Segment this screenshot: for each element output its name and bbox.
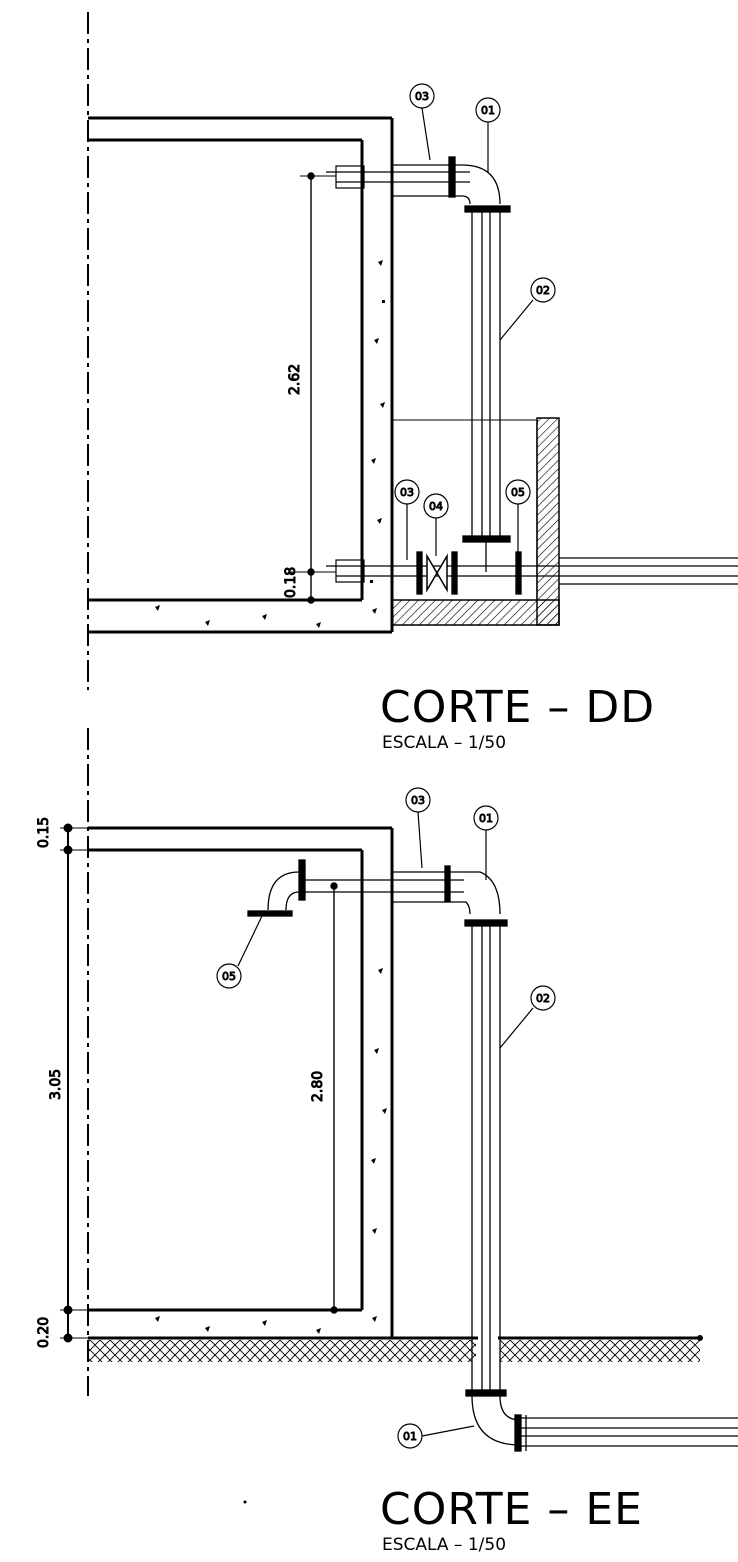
concrete-marks — [155, 260, 385, 628]
svg-text:03: 03 — [415, 90, 429, 103]
valve-box — [391, 417, 560, 626]
tag-03: 03 — [405, 787, 431, 869]
top-pipe — [247, 859, 508, 927]
section-scale-ee: ESCALA – 1/50 — [382, 1535, 506, 1555]
tank-wall — [88, 826, 703, 1341]
dim-label-2-62: 2.62 — [287, 364, 303, 395]
tag-01-top: 01 — [475, 97, 501, 172]
tag-01-top: 01 — [473, 805, 499, 880]
pipe-stub-top — [335, 165, 365, 189]
dimension-column — [60, 823, 88, 1343]
bottom-pipe — [326, 551, 738, 595]
tag-03-bottom: 03 — [394, 479, 420, 560]
tag-05: 05 — [505, 479, 531, 552]
dimension-2-62 — [290, 172, 336, 604]
section-dd: 2.62 0.18 — [87, 12, 738, 753]
section-ee: 0.15 3.05 0.20 2.80 — [36, 728, 738, 1555]
section-title-ee: CORTE – EE — [380, 1484, 643, 1535]
ground-hatch — [500, 1340, 700, 1362]
tag-02: 02 — [499, 985, 556, 1049]
svg-text:02: 02 — [536, 992, 550, 1005]
top-pipe — [326, 156, 501, 205]
tag-04: 04 — [423, 493, 449, 556]
svg-text:01: 01 — [403, 1430, 417, 1443]
dim-label-0-20: 0.20 — [36, 1317, 52, 1348]
riser-pipe — [465, 926, 738, 1452]
dim-label-3-05: 3.05 — [48, 1069, 64, 1100]
svg-text:05: 05 — [222, 970, 236, 983]
svg-text:01: 01 — [481, 104, 495, 117]
concrete-marks — [155, 968, 387, 1334]
svg-text:02: 02 — [536, 284, 550, 297]
tank-wall — [88, 116, 394, 634]
svg-text:04: 04 — [429, 500, 443, 513]
section-scale-dd: ESCALA – 1/50 — [382, 733, 506, 753]
svg-text:05: 05 — [511, 486, 525, 499]
tag-03-top: 03 — [409, 83, 435, 161]
svg-text:01: 01 — [479, 812, 493, 825]
dimension-2-80 — [330, 882, 338, 1314]
dim-label-0-15: 0.15 — [36, 817, 52, 848]
riser-pipe — [462, 205, 511, 572]
tag-02: 02 — [499, 277, 556, 341]
ground-hatch — [88, 1340, 476, 1362]
tag-05: 05 — [216, 915, 263, 989]
stray-dot — [243, 1500, 247, 1504]
svg-text:03: 03 — [411, 794, 425, 807]
tag-01-bottom: 01 — [397, 1423, 475, 1449]
pipe-stub-bottom — [335, 559, 365, 583]
dim-label-2-80: 2.80 — [310, 1071, 326, 1102]
dim-label-0-18: 0.18 — [283, 567, 299, 598]
section-title-dd: CORTE – DD — [380, 682, 655, 733]
svg-text:03: 03 — [400, 486, 414, 499]
